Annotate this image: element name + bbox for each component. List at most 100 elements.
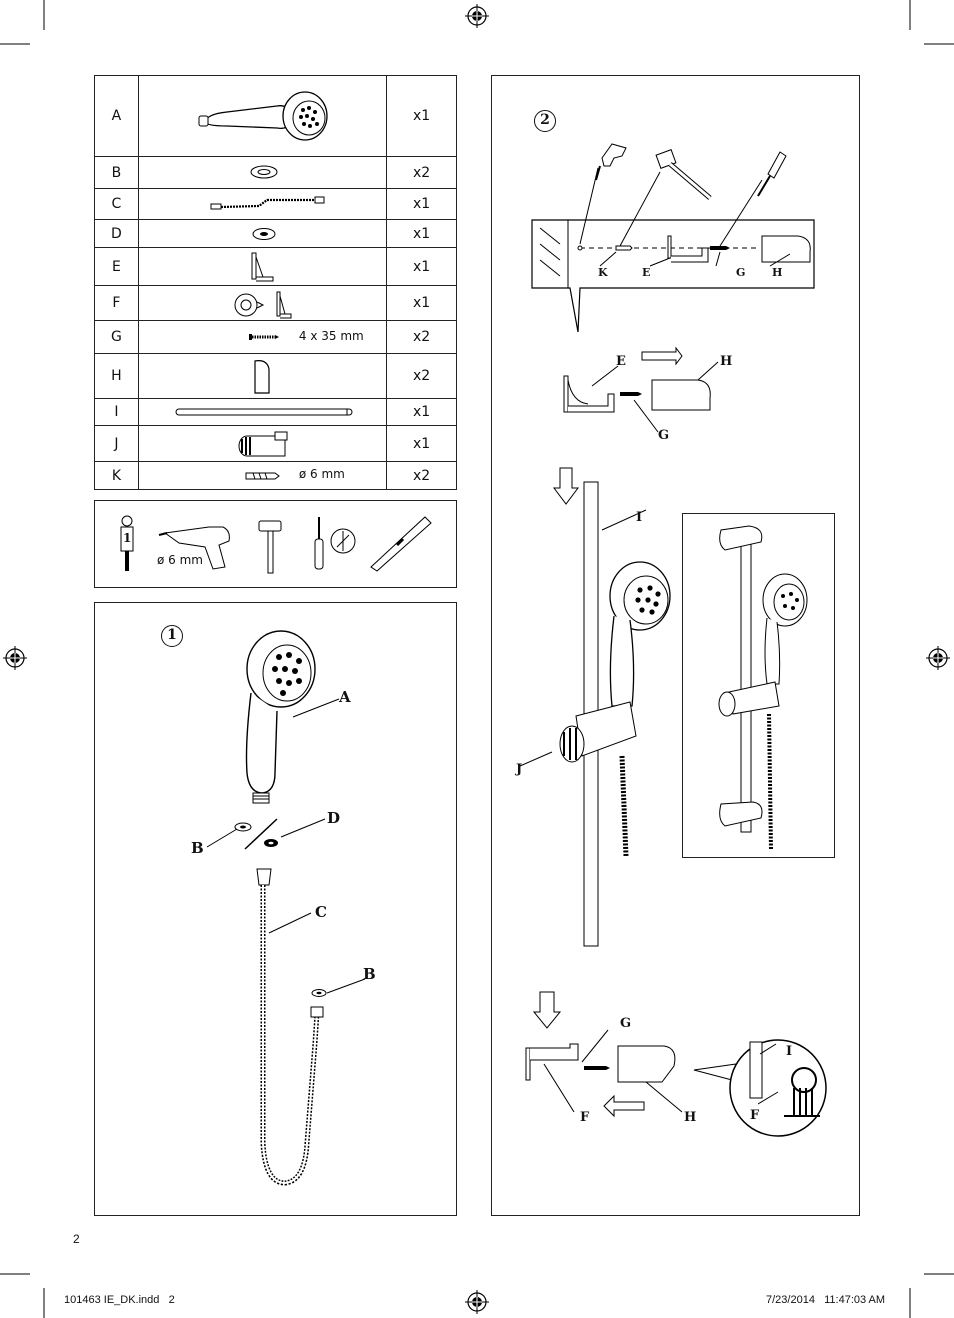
- plug-dimension: ø 6 mm: [298, 467, 345, 481]
- label-h-mid: H: [720, 354, 733, 369]
- part-label: C: [94, 188, 139, 220]
- table-row: A x1: [94, 75, 457, 157]
- part-qty: x1: [386, 75, 457, 157]
- label-d: D: [327, 809, 341, 827]
- part-picture: [137, 285, 388, 321]
- part-qty: x1: [386, 425, 457, 462]
- wall-plug-icon: [245, 472, 280, 480]
- part-qty: x1: [386, 398, 457, 426]
- part-picture: [137, 75, 388, 157]
- hammer-icon: [258, 520, 282, 574]
- person-number: 1: [123, 531, 132, 545]
- part-picture: [137, 188, 388, 220]
- part-label: F: [94, 285, 139, 321]
- label-e-mid: E: [616, 354, 626, 369]
- part-qty: x1: [386, 188, 457, 220]
- label-c: C: [315, 903, 327, 921]
- page-number: 2: [73, 1232, 80, 1246]
- wall-mounting-diagram: [531, 143, 815, 333]
- label-i-rail: I: [636, 510, 643, 525]
- table-row: K ø 6 mm x2: [94, 461, 457, 490]
- step1-box: 1 A B D: [94, 602, 457, 1216]
- rail-shower-diagram: [519, 467, 671, 947]
- parts-table: A x1 B x2 C: [94, 75, 457, 490]
- part-qty: x1: [386, 247, 457, 286]
- registration-mark-top: [465, 4, 489, 28]
- part-label: J: [94, 425, 139, 462]
- label-b-hose: B: [363, 965, 376, 983]
- bracket-assembly-diagram: [563, 346, 719, 433]
- part-picture: [137, 219, 388, 248]
- label-j: J: [516, 762, 523, 777]
- step2-number: 2: [534, 110, 556, 132]
- table-row: G 4 x 35 mm x2: [94, 320, 457, 354]
- tools-box: 1 ø 6 mm: [94, 500, 457, 588]
- table-row: D x1: [94, 219, 457, 248]
- label-g-mid: G: [658, 428, 670, 443]
- part-picture: [137, 398, 388, 426]
- shower-head-icon: [198, 91, 328, 141]
- step2-box: 2 K E: [491, 75, 860, 1216]
- screw-icon: [248, 334, 279, 340]
- spirit-level-icon: [370, 516, 432, 572]
- step1-number: 1: [161, 625, 183, 647]
- label-h-bottom: H: [684, 1110, 697, 1125]
- person-icon: [120, 515, 134, 571]
- hose-bracket-icon: [234, 291, 292, 319]
- part-label: I: [94, 398, 139, 426]
- table-row: F x1: [94, 285, 457, 321]
- wall-bracket-icon: [251, 252, 274, 282]
- part-label: G: [94, 320, 139, 354]
- part-picture: 4 x 35 mm: [137, 320, 388, 354]
- part-picture: [137, 425, 388, 462]
- part-qty: x1: [386, 219, 457, 248]
- bracket-cover-icon: [254, 360, 270, 394]
- part-qty: x1: [386, 285, 457, 321]
- assembled-view-inset: [682, 513, 835, 858]
- part-qty: x2: [386, 156, 457, 189]
- part-qty: x2: [386, 461, 457, 490]
- screw-dimension: 4 x 35 mm: [298, 329, 364, 343]
- label-b: B: [191, 839, 204, 857]
- label-i-detail: I: [786, 1044, 793, 1059]
- part-qty: x2: [386, 353, 457, 399]
- label-g-top: G: [736, 266, 746, 279]
- part-picture: [137, 156, 388, 189]
- footer-timestamp: 7/23/2014 11:47:03 AM: [766, 1294, 886, 1306]
- drill-size: ø 6 mm: [157, 553, 203, 567]
- part-label: B: [94, 156, 139, 189]
- slider-icon: [238, 431, 288, 457]
- part-label: D: [94, 219, 139, 248]
- part-label: H: [94, 353, 139, 399]
- part-label: E: [94, 247, 139, 286]
- part-label: K: [94, 461, 139, 490]
- registration-mark-bottom: [465, 1290, 489, 1314]
- table-row: C x1: [94, 188, 457, 220]
- label-k-top: K: [598, 266, 608, 279]
- part-picture: ø 6 mm: [137, 461, 388, 490]
- screwdriver-icon: [314, 517, 356, 570]
- table-row: B x2: [94, 156, 457, 189]
- label-f-detail: F: [750, 1108, 760, 1123]
- footer-file: 101463 IE_DK.indd 2: [64, 1294, 175, 1306]
- assembled-rail-illustration: [718, 525, 808, 851]
- washer-small-icon: [252, 228, 276, 240]
- label-h-top: H: [772, 266, 783, 279]
- label-g-bottom: G: [620, 1016, 632, 1031]
- shower-assembly-illustration: [206, 630, 366, 1186]
- table-row: E x1: [94, 247, 457, 286]
- part-label: A: [94, 75, 139, 157]
- drill-icon: [158, 526, 230, 570]
- table-row: H x2: [94, 353, 457, 399]
- hose-bracket-assembly-diagram: [525, 991, 827, 1137]
- rail-icon: [175, 408, 353, 416]
- registration-mark-left: [3, 646, 27, 670]
- label-e-top: E: [642, 266, 651, 279]
- table-row: J x1: [94, 425, 457, 462]
- part-picture: [137, 247, 388, 286]
- part-picture: [137, 353, 388, 399]
- washer-icon: [250, 165, 278, 179]
- table-row: I x1: [94, 398, 457, 426]
- label-f-bottom: F: [580, 1110, 590, 1125]
